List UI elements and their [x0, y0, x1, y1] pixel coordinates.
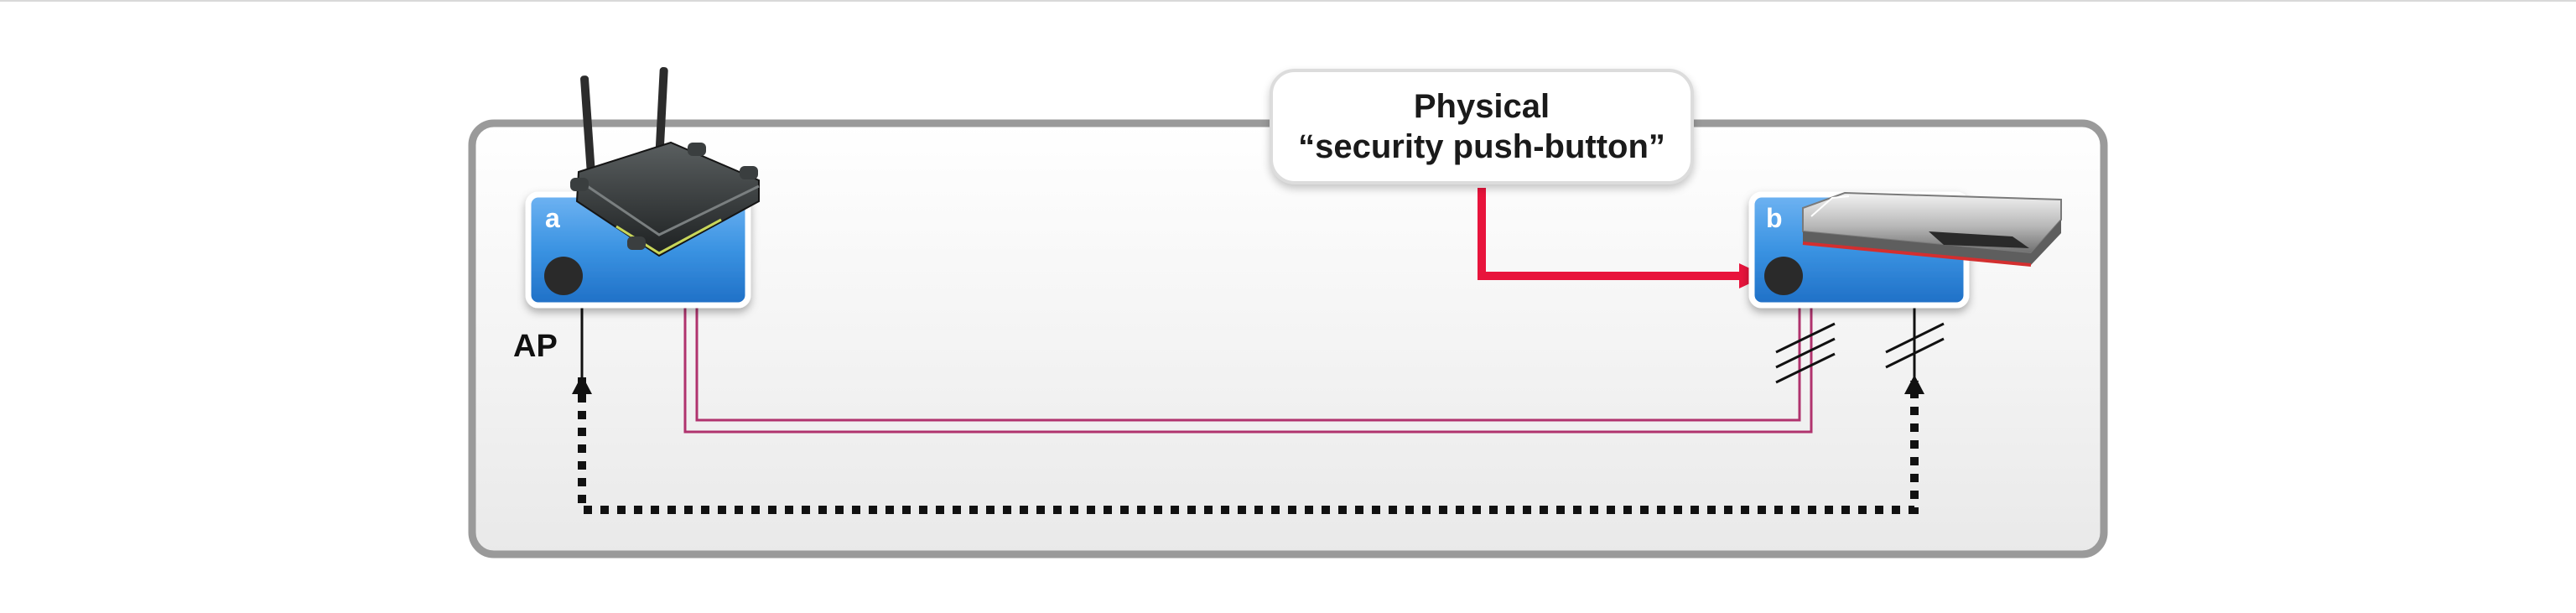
top-divider [0, 0, 2576, 2]
device-b-tag: b [1766, 203, 1783, 233]
ap-label: AP [513, 329, 558, 364]
arrowhead-up-right [1904, 375, 1924, 394]
callout-line-2: “security push-button” [1298, 128, 1665, 165]
wireless-router-icon [570, 67, 760, 257]
callout-line-1: Physical [1413, 88, 1550, 125]
data-link [683, 302, 1813, 434]
device-a-tag: a [545, 203, 560, 233]
push-button-b [1764, 257, 1803, 295]
arrowhead-up-left [572, 375, 592, 394]
push-button-callout: Physical “security push-button” [1270, 69, 1694, 184]
break-mark-right [1885, 322, 1945, 369]
push-button-a [544, 257, 583, 295]
dotted-link [572, 375, 1924, 514]
break-mark-left [1775, 322, 1836, 384]
set-top-box-icon [1802, 191, 2062, 267]
